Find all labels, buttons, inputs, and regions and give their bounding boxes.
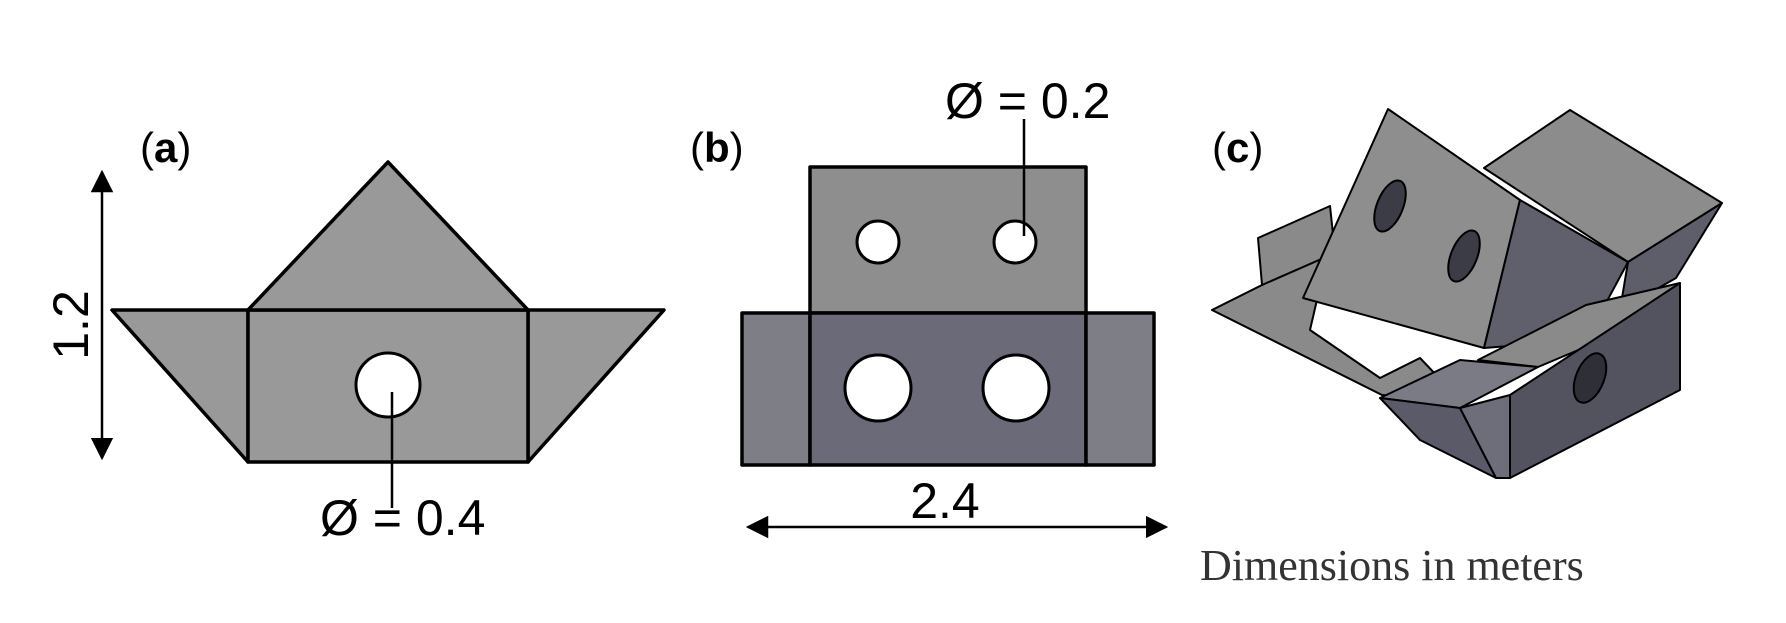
panel-a-hole [354,351,422,419]
panel-c: (c) [1211,108,1723,479]
panel-a-letter: a [154,124,178,171]
panel-c-plate-hole-lower [1447,229,1481,283]
panel-b-large-hole-left [843,353,913,423]
panel-b-label: (b) [690,124,744,171]
panel-b: (b) Ø = 0.2 2.4 [690,73,1169,539]
panel-b-lower-right [1084,311,1156,467]
panel-b-width-dimension: 2.4 [910,473,980,529]
panel-c-back-side [1619,202,1723,311]
units-note: Dimensions in meters [1200,541,1584,590]
panel-a-label: (a) [140,124,191,171]
panel-b-large-hole-right [981,353,1051,423]
panel-c-plate-hole-upper [1373,179,1407,233]
panel-a-top-peak [246,160,530,312]
panel-a-right-wing [526,308,666,464]
panel-b-small-hole-right [992,219,1038,265]
panel-c-base-hole [1572,352,1608,404]
panel-a-hole-dimension: Ø = 0.4 [320,490,485,546]
panel-c-letter: c [1226,124,1249,171]
panel-b-letter: b [704,124,730,171]
panel-a: (a) Ø = 0.4 1.2 [43,124,666,546]
panel-c-slanted-plate [1302,108,1521,349]
panel-b-lower-left [740,311,812,467]
panel-b-hole-dimension: Ø = 0.2 [945,73,1110,129]
panel-b-small-hole-left [855,219,901,265]
panel-a-height-dimension: 1.2 [43,290,99,360]
panel-a-left-wing [110,308,250,464]
panel-b-upper-block [808,165,1088,315]
panel-c-label: (c) [1212,124,1263,171]
